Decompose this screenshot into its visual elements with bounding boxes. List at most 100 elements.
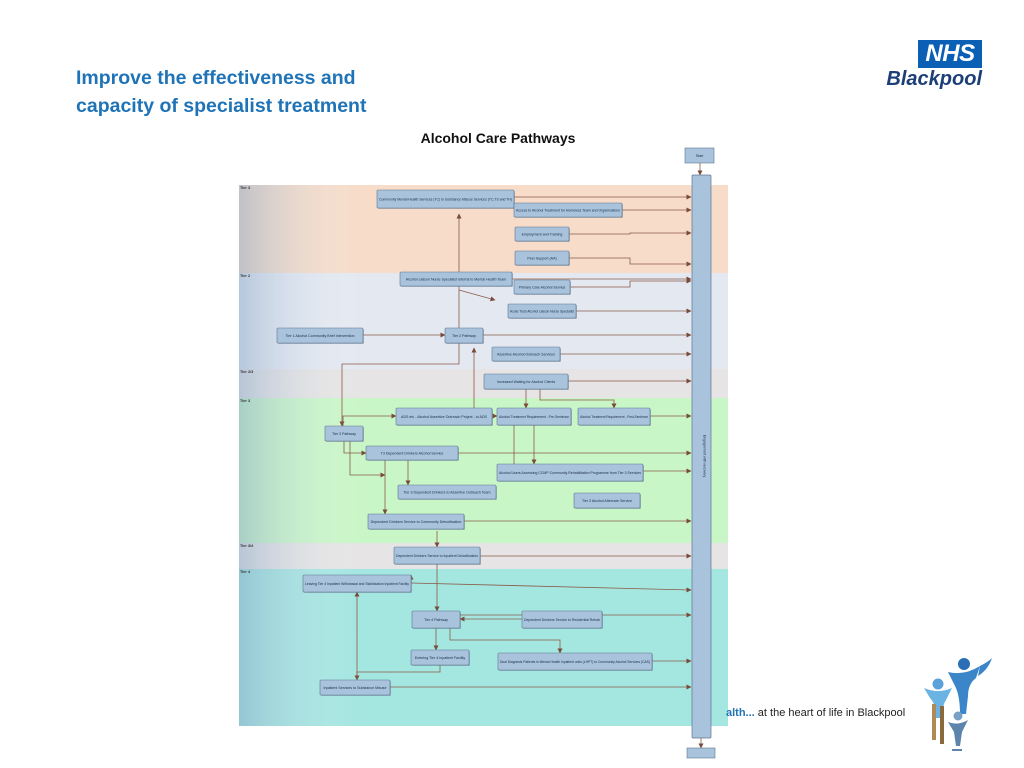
connector-37 <box>449 628 563 654</box>
diagram-title: Alcohol Care Pathways <box>420 130 576 146</box>
family-figures-logo-icon <box>924 658 992 751</box>
connector-15 <box>539 389 617 409</box>
start-node <box>684 147 715 164</box>
pathway-node-label: Access to Alcohol Treatment for Homeless… <box>516 208 620 212</box>
pathway-nodes: Community Mental Health Services (TC) to… <box>276 189 653 696</box>
connector-19 <box>342 413 397 426</box>
connector-29 <box>349 441 386 478</box>
pathway-node-box <box>521 610 603 629</box>
pathway-node-label: Dependent Drinkers Service to Residentia… <box>524 618 600 622</box>
pathway-node-label: Dependent Drinkers Service to Inpatient … <box>396 554 478 558</box>
tier-band-label-tier3b: Tier 3 <box>240 399 250 403</box>
pathway-node-label: Peer Support (AA) <box>527 256 556 260</box>
pathway-node-label: Assertive Alcohol Outreach Services <box>497 352 555 356</box>
pathway-node-label: Leaving Tier 4 Inpatient Withdrawal and … <box>305 582 409 586</box>
start-node-label: Start <box>696 154 704 158</box>
engagement-bar-label: Engagement with recovery <box>703 435 707 478</box>
pathway-node-n22: Leaving Tier 4 Inpatient Withdrawal and … <box>302 574 412 593</box>
pathway-node-box <box>319 679 391 696</box>
connector-13 <box>458 289 496 302</box>
pathway-node-label: Tier 2 Pathway <box>452 334 476 338</box>
pathway-node-label: Entering Tier 4 Inpatient Facility <box>415 656 466 660</box>
tier-band-label-tier2: Tier 2 <box>240 274 250 278</box>
pathway-node-label: Tier 4 Pathway <box>424 618 448 622</box>
pathway-node-box <box>324 425 364 442</box>
pathway-node-box <box>365 445 459 461</box>
tier-band-shade-tier2 <box>239 273 728 369</box>
pathway-node-box <box>393 546 481 565</box>
pathway-node-n18: Tier 3 Dependent Drinkers to Assertive O… <box>397 484 497 500</box>
connector-20 <box>343 441 367 456</box>
pathway-node-n1: Community Mental Health Services (TC) to… <box>376 189 515 209</box>
pathway-node-box <box>276 327 364 344</box>
tier-band-label-tier3: Tier 3 <box>240 186 250 190</box>
pathway-node-n5: Alcohol Liaison Nurse Specialist referra… <box>399 271 513 287</box>
pathway-node-label: Dual Diagnosis Patients in Mental Health… <box>500 660 650 664</box>
connector-18 <box>339 343 460 427</box>
connector-4 <box>569 257 692 267</box>
pathway-node-box <box>483 373 569 390</box>
pathway-node-box <box>497 652 653 671</box>
slide-title-line-1: Improve the effectiveness and <box>76 67 356 89</box>
pathway-node-box <box>513 279 571 295</box>
pathway-node-box <box>491 346 561 362</box>
pathway-node-box <box>513 202 623 218</box>
connector-3 <box>569 230 692 236</box>
connector-6 <box>570 278 692 288</box>
tier-band-label-tier4: Tier 4 <box>240 570 251 574</box>
nhs-blackpool-logo: NHS Blackpool <box>876 38 986 94</box>
end-node <box>686 747 716 759</box>
footer-tagline: alth... at the heart of life in Blackpoo… <box>726 707 905 719</box>
pathway-node-n12: ADS etc - Alcohol Assertive Outreach Pro… <box>395 407 493 426</box>
pathway-node-n24: Dependent Drinkers Service to Residentia… <box>521 610 603 629</box>
nhs-logo-org-name: Blackpool <box>886 68 982 90</box>
pathway-node-n4: Peer Support (AA) <box>514 250 570 266</box>
pathway-node-box <box>444 327 484 344</box>
pathway-node-n19: Tier 3 Alcohol Aftercare Service <box>573 492 641 509</box>
pathway-node-box <box>302 574 412 593</box>
pathway-node-box <box>397 484 497 500</box>
pathway-node-n16: T3 Dependent Drinkers Alcohol Service <box>365 445 459 461</box>
pathway-node-label: Alcohol Users Accessing CCMP Community R… <box>499 471 641 475</box>
pathway-node-box <box>577 407 651 426</box>
pathway-node-box <box>496 463 644 482</box>
pathway-node-label: Employment and Training <box>522 232 563 236</box>
pathway-node-label: ADS etc - Alcohol Assertive Outreach Pro… <box>401 415 487 419</box>
pathway-node-label: Community Mental Health Services (TC) to… <box>379 197 512 201</box>
pathway-node-box <box>514 226 570 242</box>
pathway-node-label: T3 Dependent Drinkers Alcohol Service <box>381 451 444 455</box>
pathway-node-box <box>376 189 515 209</box>
pathway-node-n27: Inpatient Services to Substance Misuse <box>319 679 391 696</box>
pathway-node-box <box>399 271 513 287</box>
pathway-node-n2: Access to Alcohol Treatment for Homeless… <box>513 202 623 218</box>
tier-band-shade-tier4 <box>239 569 728 726</box>
footer-tagline-highlight: alth... <box>726 707 755 719</box>
tier-band-shade-tier2_3 <box>239 369 728 398</box>
pathway-node-label: Primary Care Alcohol Service <box>519 285 566 289</box>
pathway-node-label: Alcohol Treatment Requirement - Post-Sen… <box>580 415 648 419</box>
pathway-node-label: Tier 3 Dependent Drinkers to Assertive O… <box>403 490 490 494</box>
pathway-node-box <box>410 649 470 666</box>
footer-tagline-text: at the heart of life in Blackpool <box>754 707 906 719</box>
pathway-node-n10: Assertive Alcohol Outreach Services <box>491 346 561 362</box>
pathway-node-n26: Dual Diagnosis Patients in Mental Health… <box>497 652 653 671</box>
pathway-node-n8: Tier 1 Alcohol Community Brief Intervent… <box>276 327 364 344</box>
tier-band-label-tier2_3: Tier 2/3 <box>240 370 253 374</box>
pathway-node-n6: Primary Care Alcohol Service <box>513 279 571 295</box>
pathway-node-label: Inpatient Services to Substance Misuse <box>324 686 387 690</box>
connector-33 <box>410 582 692 593</box>
pathway-node-n7: Acute Trust Alcohol Liaison Nurse Specia… <box>507 303 577 319</box>
pathway-node-box <box>367 513 465 530</box>
pathway-node-box <box>395 407 493 426</box>
pathway-node-label: Alcohol Treatment Requirement - Pre-Sent… <box>499 415 569 419</box>
pathway-node-n17: Alcohol Users Accessing CCMP Community R… <box>496 463 644 482</box>
pathway-node-n23: Tier 4 Pathway <box>411 610 461 629</box>
pathway-node-n15: Tier 3 Pathway <box>324 425 364 442</box>
pathway-node-n11: Increased Waiting for Alcohol Clients <box>483 373 569 390</box>
engagement-bar <box>691 174 712 739</box>
slide-title-line-2: capacity of specialist treatment <box>76 95 367 117</box>
pathway-node-n21: Dependent Drinkers Service to Inpatient … <box>393 546 481 565</box>
